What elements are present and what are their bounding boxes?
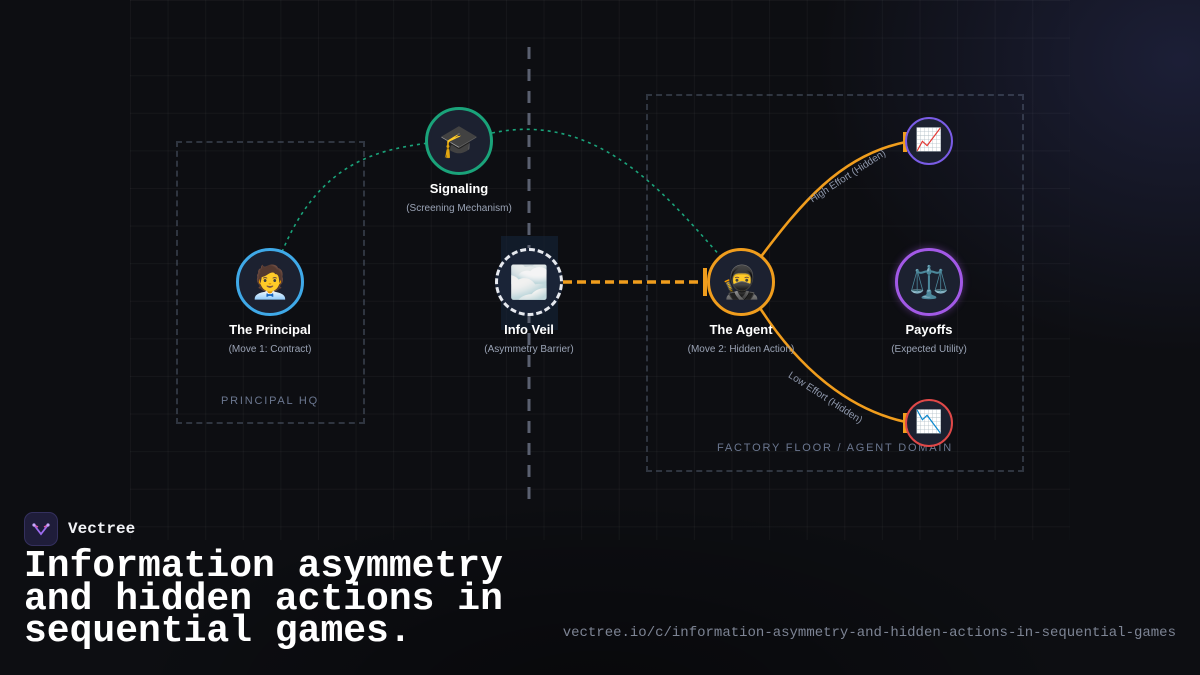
chart-increasing-icon: 📈 bbox=[915, 128, 943, 153]
signaling-node[interactable]: 🎓 bbox=[425, 107, 493, 175]
graduation-cap-icon: 🎓 bbox=[439, 122, 479, 160]
agent-subtitle: (Move 2: Hidden Action) bbox=[687, 344, 795, 355]
signaling-subtitle: (Screening Mechanism) bbox=[406, 203, 512, 214]
agent-domain-zone bbox=[646, 94, 1024, 472]
info-veil-node[interactable]: 🌫️ bbox=[495, 248, 563, 316]
principal-subtitle: (Move 1: Contract) bbox=[228, 344, 312, 355]
signaling-edge bbox=[281, 142, 429, 253]
info-veil-title: Info Veil bbox=[504, 322, 554, 337]
vectree-logo-icon bbox=[24, 512, 58, 546]
payoffs-node[interactable]: ⚖️ bbox=[895, 248, 963, 316]
agent-domain-label: FACTORY FLOOR / AGENT DOMAIN bbox=[716, 442, 954, 454]
principal-title: The Principal bbox=[229, 322, 311, 337]
principal-hq-zone bbox=[176, 141, 365, 424]
low-effort-edge bbox=[758, 307, 907, 424]
agent-title: The Agent bbox=[709, 322, 773, 337]
fog-icon: 🌫️ bbox=[509, 263, 549, 301]
vectree-logo-glyph bbox=[32, 523, 50, 536]
brand-name: Vectree bbox=[68, 520, 136, 538]
veil-agent-edge-arrowhead bbox=[703, 268, 707, 296]
agent-node[interactable]: 🥷 bbox=[707, 248, 775, 316]
high-effort-edge bbox=[758, 140, 907, 259]
payoffs-title: Payoffs bbox=[905, 322, 953, 337]
payoffs-subtitle: (Expected Utility) bbox=[891, 344, 967, 355]
signaling-title: Signaling bbox=[429, 181, 489, 196]
principal-node[interactable]: 🧑‍💼 bbox=[236, 248, 304, 316]
principal-hq-label: PRINCIPAL HQ bbox=[220, 395, 320, 407]
ninja-icon: 🥷 bbox=[721, 263, 761, 301]
brand[interactable]: Vectree bbox=[24, 512, 135, 546]
chart-decreasing-icon: 📉 bbox=[915, 410, 943, 435]
page-title: Information asymmetry and hidden actions… bbox=[24, 545, 503, 653]
high-outcome-node[interactable]: 📈 bbox=[905, 117, 953, 165]
balance-scale-icon: ⚖️ bbox=[909, 263, 949, 301]
person-office-worker-icon: 🧑‍💼 bbox=[250, 263, 290, 301]
info-veil-subtitle: (Asymmetry Barrier) bbox=[484, 344, 574, 355]
article-url[interactable]: vectree.io/c/information-asymmetry-and-h… bbox=[562, 625, 1176, 641]
low-outcome-node[interactable]: 📉 bbox=[905, 399, 953, 447]
